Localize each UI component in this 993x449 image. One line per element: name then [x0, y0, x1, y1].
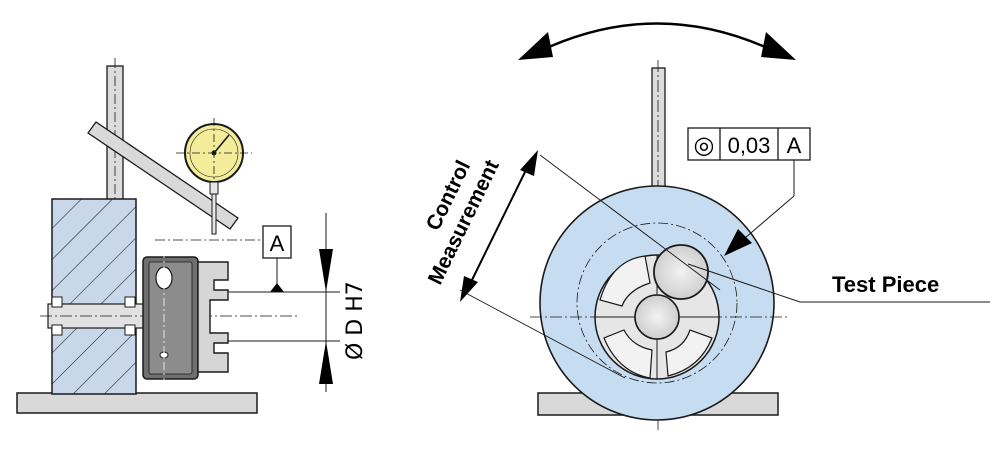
test-piece-label: Test Piece [832, 272, 939, 297]
right-indicator-stand [651, 67, 666, 201]
control-measurement-arrow [470, 169, 527, 283]
datum-box-left [262, 225, 292, 259]
tolerance-datum: A [787, 133, 802, 158]
dial-gauge [176, 118, 252, 235]
bore-dimension: Ø D H7 [228, 213, 368, 392]
test-piece [653, 244, 709, 300]
coupling-jaws [197, 261, 229, 373]
left-indicator-arm [87, 121, 239, 230]
coupling-hub [142, 250, 199, 385]
concentricity-symbol-icon: ◎ [694, 132, 715, 159]
tolerance-value: 0,03 [728, 133, 771, 158]
left-view: A Ø D H7 [16, 58, 368, 414]
right-view: ◎ 0,03 A Control Measurement Test Piece [422, 22, 990, 430]
rotation-arrow [537, 22, 777, 54]
datum-letter-left: A [270, 231, 285, 256]
left-fixture-block [51, 198, 137, 395]
left-base-plate [16, 392, 258, 414]
tolerance-frame: ◎ 0,03 A [687, 127, 811, 256]
bore-dimension-label: Ø D H7 [343, 281, 368, 360]
